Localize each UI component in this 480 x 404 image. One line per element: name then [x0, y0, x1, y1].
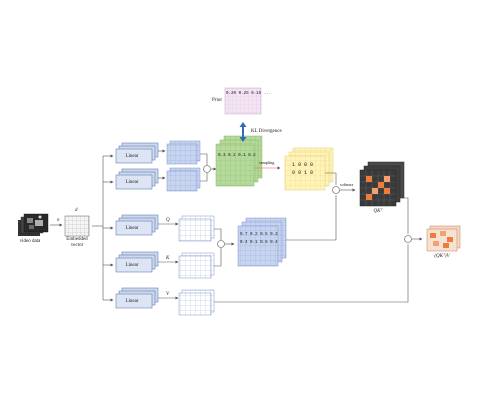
- output-lines: [214, 197, 423, 303]
- linear-label-q: Linear: [125, 226, 139, 231]
- linear-block-1: [115, 142, 159, 164]
- q-label: Q: [166, 218, 170, 223]
- linear-block-q: [115, 214, 159, 236]
- sampling-label: sampling: [259, 160, 275, 165]
- qkt-matrix: [359, 161, 405, 207]
- merge-lines: [286, 172, 356, 241]
- linear-to-matrix-arrows: [158, 149, 179, 300]
- qk-matrix: [237, 217, 287, 267]
- green-values: 0.3 0.2 0.1 0.2: [218, 154, 256, 158]
- qk-values-row-1: 0.7 0.2 0.5 0.3: [240, 233, 278, 237]
- embedded-vector-grid: [64, 215, 90, 237]
- linear-label-v: Linear: [125, 299, 139, 304]
- kl-arrow: [239, 122, 247, 142]
- multiply-node-output: [404, 235, 412, 243]
- upper-multiply-lines: [200, 153, 217, 182]
- output-matrix: [426, 225, 461, 252]
- q-matrix: [178, 215, 215, 242]
- k-label: K: [166, 256, 170, 261]
- yellow-matrix: [284, 147, 334, 191]
- matrix-upper-2: [166, 167, 201, 192]
- matrix-upper-1: [166, 140, 201, 165]
- dim-d-label: d: [75, 208, 78, 213]
- linear-block-k: [115, 251, 159, 273]
- v-label: V: [166, 292, 170, 297]
- linear-label-1: Linear: [125, 154, 139, 159]
- multiply-node-upper: [203, 165, 211, 173]
- dim-n-label: n: [57, 218, 60, 223]
- prior-label: Prior: [212, 98, 222, 103]
- linear-label-2: Linear: [125, 180, 139, 185]
- qk-values-row-2: 0.4 0.1 0.6 0.4: [240, 241, 278, 245]
- video-data-image: [18, 213, 49, 236]
- prior-grid: [224, 87, 262, 115]
- v-matrix: [178, 289, 215, 316]
- kl-divergence-label: KL Divergence: [251, 129, 282, 134]
- binary-row-2: 0 0 1 0: [292, 170, 314, 176]
- qk-multiply-lines: [214, 228, 235, 267]
- linear-block-v: [115, 287, 159, 309]
- multiply-node-qk: [217, 240, 225, 248]
- embedded-vector-label-line1: Embedded: [66, 237, 88, 242]
- multiply-node-softmax: [332, 186, 340, 194]
- linear-block-2: [115, 168, 159, 190]
- video-data-label: video data: [19, 239, 41, 244]
- prior-values: 0.20 0.25 0.15 ...: [226, 92, 272, 96]
- embedded-vector-label-line2: vector: [70, 243, 84, 248]
- softmax-label: softmax: [340, 182, 354, 187]
- output-label: (QKᵀ)V: [434, 254, 450, 259]
- linear-label-k: Linear: [125, 263, 139, 268]
- k-matrix: [178, 252, 215, 279]
- binary-row-1: 1 0 0 0: [292, 162, 314, 168]
- qkt-label: QKᵀ: [373, 209, 383, 214]
- trunk-lines: [92, 154, 114, 302]
- green-matrix: [215, 135, 263, 187]
